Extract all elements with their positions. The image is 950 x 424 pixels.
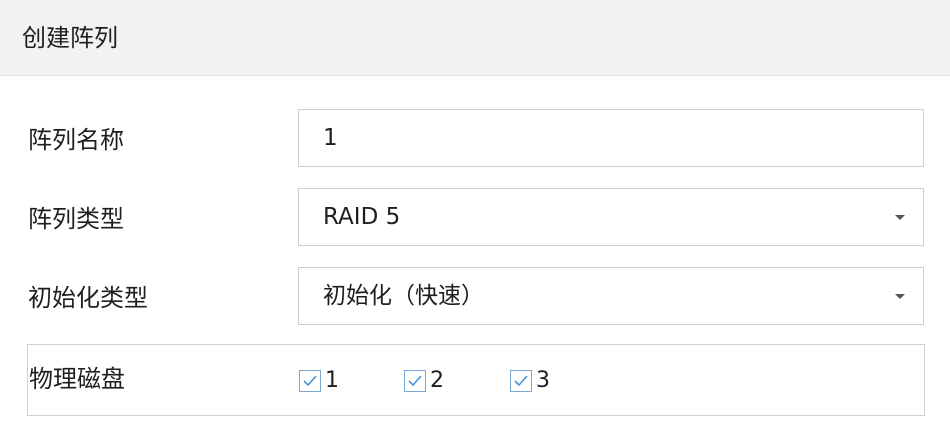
array-type-label: 阵列类型 (28, 205, 124, 233)
init-type-select[interactable]: 初始化（快速） (298, 267, 924, 325)
disk-checkbox-3[interactable]: 3 (510, 369, 550, 393)
checkbox-checked-icon[interactable] (404, 370, 426, 392)
array-name-label: 阵列名称 (28, 126, 124, 154)
disk-label: 1 (325, 368, 339, 393)
init-type-value: 初始化（快速） (323, 283, 484, 309)
array-name-input[interactable]: 1 (298, 109, 924, 167)
disk-label: 3 (536, 368, 550, 393)
chevron-down-icon (895, 294, 905, 299)
dialog-header: 创建阵列 (0, 0, 950, 76)
array-type-select[interactable]: RAID 5 (298, 188, 924, 246)
dialog-title: 创建阵列 (22, 24, 118, 52)
disk-label: 2 (430, 368, 444, 393)
physical-disk-label: 物理磁盘 (29, 365, 125, 393)
array-name-value: 1 (323, 125, 338, 151)
physical-disk-panel: 物理磁盘 1 2 3 (27, 344, 925, 416)
array-type-value: RAID 5 (323, 204, 401, 230)
checkbox-checked-icon[interactable] (299, 370, 321, 392)
disk-checkbox-2[interactable]: 2 (404, 369, 444, 393)
init-type-label: 初始化类型 (28, 284, 148, 312)
chevron-down-icon (895, 215, 905, 220)
disk-checkbox-1[interactable]: 1 (299, 369, 339, 393)
checkbox-checked-icon[interactable] (510, 370, 532, 392)
